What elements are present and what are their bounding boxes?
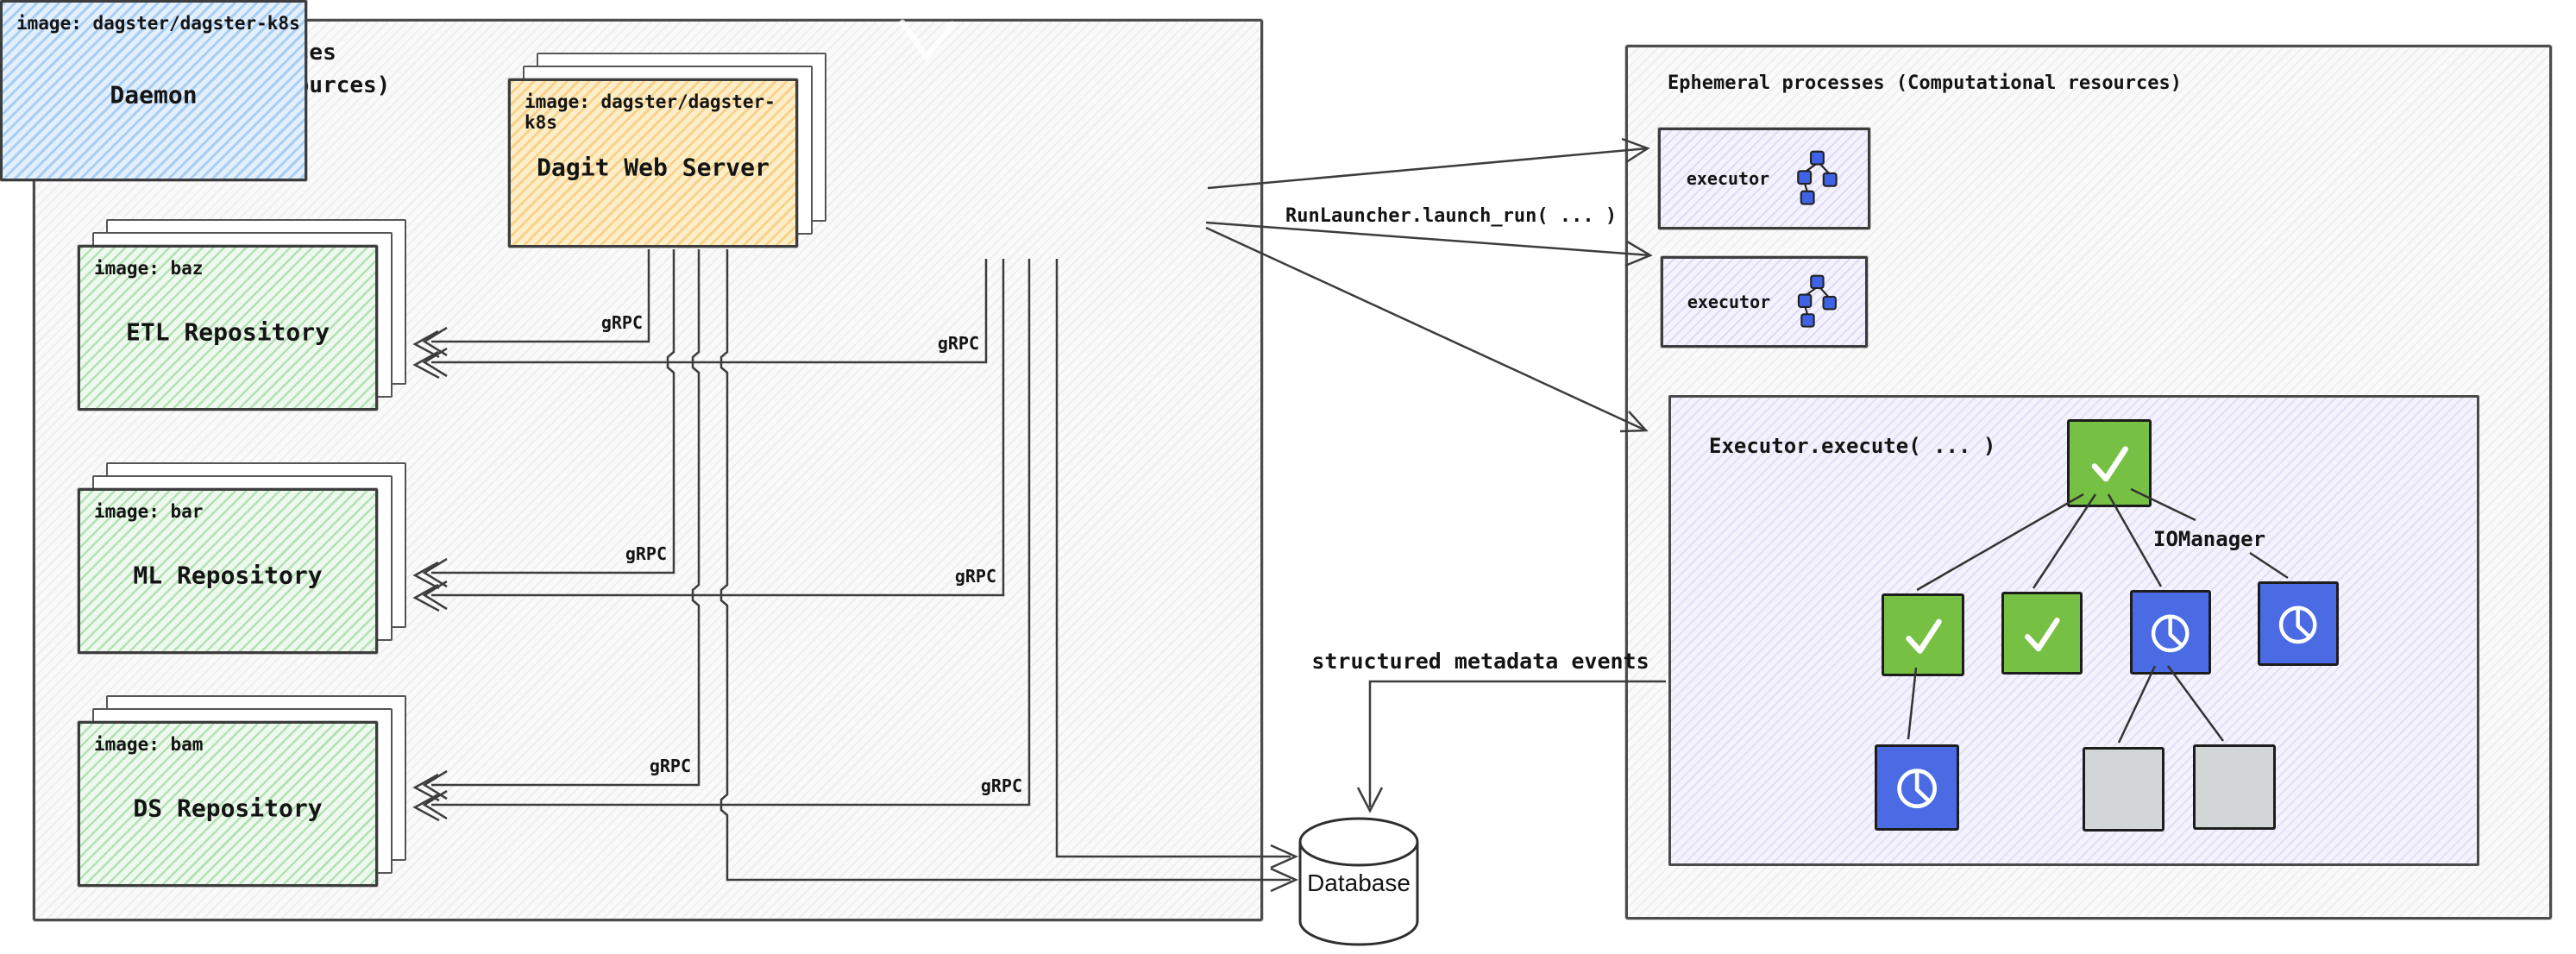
ephemeral-processes-panel: Ephemeral processes (Computational resou… [1625, 45, 2552, 919]
op-node-success [2001, 592, 2083, 675]
clock-icon [2152, 614, 2190, 653]
op-node-queued [2083, 747, 2164, 832]
run-launcher-label: RunLauncher.launch_run( ... ) [1285, 205, 1618, 227]
arrow-runlauncher-executor-2 [1205, 221, 1653, 267]
ds-repository-stack: image: bam DS Repository [78, 695, 406, 887]
clock-icon [2279, 606, 2317, 644]
database-label: Database [1307, 869, 1411, 896]
etl-image-label: image: baz [94, 258, 204, 279]
arrowhead-database-1 [1270, 844, 1299, 869]
grpc-label-dagit-ml: gRPC [625, 543, 667, 564]
op-node-success [2067, 419, 2152, 507]
executor-label: executor [1686, 168, 1770, 189]
op-node-in-progress [2258, 581, 2339, 666]
etl-repository-stack: image: baz ETL Repository [78, 219, 406, 411]
dagit-web-server-stack: image: dagster/dagster-k8s Dagit Web Ser… [508, 53, 826, 248]
executor-label: executor [1687, 292, 1771, 312]
iomanager-label: IOManager [2153, 527, 2266, 551]
grpc-label-daemon-etl: gRPC [937, 333, 979, 354]
op-node-queued [2193, 744, 2276, 830]
arrow-runlauncher-executor-1 [1207, 137, 1650, 190]
grpc-label-dagit-ds: gRPC [649, 756, 691, 776]
wire-metadata-events [1356, 680, 1666, 813]
arrow-runlauncher-executor-3 [1205, 226, 1649, 433]
check-icon [2091, 446, 2128, 482]
ds-repository-name: DS Repository [133, 794, 323, 823]
executor-execute-box: Executor.execute( ... ) IOManager [1668, 395, 2479, 866]
metadata-events-label: structured metadata events [1311, 649, 1649, 674]
daemon-image-label: image: dagster/dagster-k8s [16, 13, 300, 34]
dag-icon [1797, 150, 1838, 205]
right-panel-title: Ephemeral processes (Computational resou… [1668, 72, 2183, 94]
daemon-name: Daemon [110, 80, 198, 110]
dag-icon [1798, 274, 1838, 328]
ml-repository-name: ML Repository [133, 561, 323, 590]
ds-repository-box: image: bam DS Repository [78, 721, 378, 887]
etl-repository-box: image: baz ETL Repository [78, 245, 378, 411]
daemon-box: image: dagster/dagster-k8s Daemon [0, 0, 307, 181]
etl-repository-name: ETL Repository [125, 317, 330, 347]
grpc-label-daemon-ds: gRPC [980, 775, 1022, 796]
ml-image-label: image: bar [94, 501, 204, 522]
executor-process-box-2: executor [1661, 256, 1868, 348]
clock-icon [1897, 769, 1937, 809]
executor-execute-title: Executor.execute( ... ) [1709, 434, 1996, 458]
check-icon [1905, 618, 1942, 654]
executor-process-box-1: executor [1658, 128, 1870, 229]
grpc-label-daemon-ml: gRPC [954, 566, 996, 587]
op-node-in-progress [2130, 590, 2211, 675]
ml-repository-box: image: bar ML Repository [78, 488, 378, 654]
arrowhead-database-2 [1270, 867, 1299, 893]
op-node-in-progress [1875, 744, 1959, 831]
dagit-image-label: image: dagster/dagster-k8s [525, 91, 776, 133]
dagit-name: Dagit Web Server [537, 153, 770, 182]
op-node-success [1882, 593, 1964, 676]
dagit-web-server-box: image: dagster/dagster-k8s Dagit Web Ser… [508, 78, 798, 248]
ml-repository-stack: image: bar ML Repository [78, 462, 406, 654]
ds-image-label: image: bam [94, 734, 204, 755]
grpc-label-dagit-etl: gRPC [600, 312, 643, 333]
check-icon [2025, 617, 2060, 651]
